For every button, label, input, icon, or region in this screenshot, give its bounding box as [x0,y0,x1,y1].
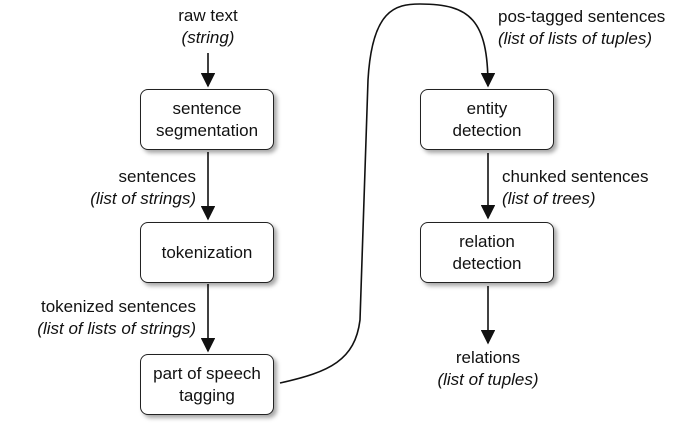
relations-name: relations [455,348,521,367]
tokenized-sentences-type: (list of lists of strings) [37,319,196,338]
tokenization-box: tokenization [140,222,274,283]
entity-detection-box: entity detection [420,89,554,150]
pos-tagging-box: part of speech tagging [140,354,274,415]
curve-tagging-to-entity-detection [279,3,496,384]
sentence-segmentation-line-2: segmentation [155,120,259,140]
raw-text-type: (string) [181,28,235,47]
pos-tagged-sentences-name: pos-tagged sentences [498,7,666,26]
sentences-label: sentences (list of strings) [40,166,196,210]
sentences-type: (list of strings) [90,189,196,208]
tokenized-sentences-label: tokenized sentences (list of lists of st… [0,296,196,340]
pos-tagging-line-2: tagging [179,385,235,405]
sentence-segmentation-line-1: sentence [172,98,242,118]
relation-detection-box: relation detection [420,222,554,283]
sentence-segmentation-box: sentence segmentation [140,89,274,150]
pos-tagged-sentences-label: pos-tagged sentences (list of lists of t… [498,6,698,50]
raw-text-label: raw text (string) [148,5,268,49]
tokenized-sentences-name: tokenized sentences [41,297,196,316]
pos-tagged-sentences-type: (list of lists of tuples) [498,29,652,48]
chunked-sentences-name: chunked sentences [502,167,649,186]
relation-detection-line-2: detection [452,253,522,273]
chunked-sentences-type: (list of trees) [502,189,596,208]
pos-tagging-line-1: part of speech [153,363,261,383]
entity-detection-line-1: entity [466,98,508,118]
relations-type: (list of tuples) [437,370,539,389]
relation-detection-line-1: relation [459,231,515,251]
relations-label: relations (list of tuples) [418,347,558,391]
chunked-sentences-label: chunked sentences (list of trees) [502,166,692,210]
sentences-name: sentences [118,167,197,186]
tokenization-label: tokenization [161,242,253,262]
entity-detection-line-2: detection [452,120,522,140]
raw-text-name: raw text [178,6,238,25]
